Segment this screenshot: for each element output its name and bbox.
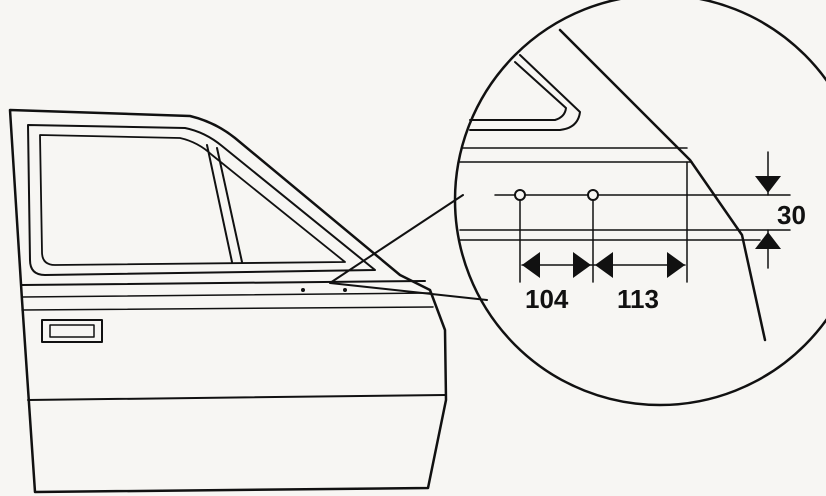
door-hole-2 bbox=[343, 288, 347, 292]
magnified-hole-1 bbox=[514, 189, 526, 201]
magnifier-circle bbox=[453, 0, 826, 407]
arrow-113-right bbox=[667, 252, 685, 278]
magnified-window-frame bbox=[469, 54, 581, 131]
arrow-30-bottom bbox=[755, 232, 781, 249]
window-divider-post-b bbox=[216, 147, 243, 263]
arrow-113-left bbox=[595, 252, 613, 278]
belt-line-top bbox=[21, 280, 426, 286]
door-hole-1 bbox=[301, 288, 305, 292]
magnified-hole-2 bbox=[587, 189, 599, 201]
door-outline bbox=[8, 108, 448, 494]
callout-pointer bbox=[329, 194, 488, 301]
dim-label-104: 104 bbox=[525, 284, 569, 314]
door-handle-insert bbox=[49, 324, 95, 338]
arrow-104-right bbox=[573, 252, 591, 278]
magnified-door-edge bbox=[558, 28, 767, 342]
window-frame-outer bbox=[27, 124, 376, 276]
window-divider-post-a bbox=[206, 144, 233, 263]
dim-label-30: 30 bbox=[777, 200, 806, 230]
arrow-30-top bbox=[755, 176, 781, 193]
door-crease-line bbox=[27, 394, 446, 401]
dim-label-113: 113 bbox=[617, 284, 659, 314]
belt-line-mid bbox=[21, 292, 431, 298]
belt-line-low bbox=[21, 306, 434, 311]
door-handle bbox=[41, 319, 103, 343]
window-glass-inner bbox=[39, 134, 346, 266]
arrow-104-left bbox=[522, 252, 540, 278]
